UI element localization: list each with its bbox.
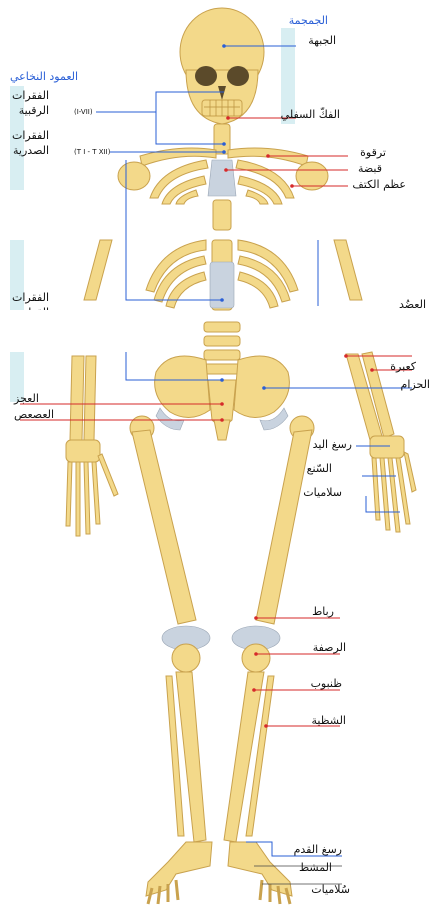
label-cervical-vertebrae: الفقرات الرقبية [12, 88, 49, 118]
left-foot [146, 842, 212, 904]
label-metacarpus: السّنع [307, 462, 332, 475]
label-frontal-bone: الجبهة [308, 34, 336, 47]
label-phalanges-foot: سُلاميات [311, 883, 350, 896]
lower-legs [166, 672, 274, 842]
label-cervical-range: (I-VII) [74, 108, 93, 116]
label-ligament: رباط [312, 605, 334, 618]
label-patella: الرصفة [313, 641, 346, 654]
right-foot [228, 842, 292, 904]
label-humerus: العضُد [399, 298, 426, 311]
rib-cage-upper [150, 160, 294, 204]
label-lumbar-vertebrae: الفقرات القطنية [12, 290, 49, 310]
label-thoracic-vertebrae: الفقرات الصدرية [12, 128, 49, 158]
label-spine: العمود النخاعي [10, 70, 78, 83]
label-phalanges-hand: سلاميات [303, 486, 342, 499]
femurs [132, 430, 312, 624]
right-hand [370, 436, 416, 532]
label-mandible: الفكّ السفلي [281, 108, 340, 121]
label-sternum: قبضة [358, 162, 382, 175]
skull [180, 8, 264, 124]
label-carpus: رسغ اليد [313, 438, 352, 451]
label-coccyx: العصعص [14, 408, 54, 421]
label-tibia: ظنبوب [311, 677, 342, 690]
label-metatarsus: المشط [299, 861, 332, 874]
label-clavicle: ترقوة [360, 146, 386, 159]
label-fibula: الشظية [312, 714, 346, 727]
label-ulna: الحزام [401, 378, 430, 391]
label-tarsus: رسغ القدم [294, 843, 342, 856]
label-thoracic-range: (T I - T XII) [74, 148, 110, 156]
knees [162, 626, 280, 672]
label-sacrum: العجز [14, 392, 39, 405]
label-radius: كعبرة [390, 360, 416, 373]
label-scapula: عظم الكتف [352, 178, 406, 191]
left-hand [66, 440, 118, 536]
label-skull: الجمجمة [289, 14, 328, 27]
